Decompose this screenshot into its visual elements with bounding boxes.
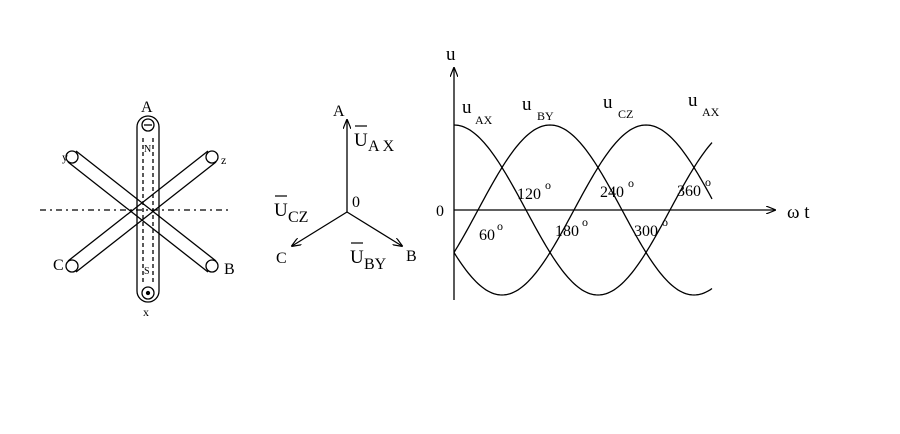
waveform-curves <box>453 124 713 296</box>
svg-text:60: 60 <box>479 227 495 244</box>
generator-sketch <box>40 115 232 303</box>
curve-label-uax-1: u AX <box>462 97 493 127</box>
svg-text:o: o <box>497 219 503 233</box>
svg-text:A X: A X <box>368 138 395 155</box>
svg-text:CZ: CZ <box>288 209 308 226</box>
angle-label-120: 120 o <box>517 178 551 203</box>
svg-text:o: o <box>545 178 551 192</box>
svg-text:U: U <box>274 200 288 221</box>
coil-ax <box>136 115 160 303</box>
svg-text:u: u <box>522 94 532 115</box>
phasor-u-by-label: U BY <box>350 242 387 273</box>
waveform-origin-label: 0 <box>436 203 444 220</box>
curve-u-ax <box>453 124 713 296</box>
phasor-diagram <box>292 120 402 246</box>
phasor-u-cz-label: U CZ <box>274 195 308 226</box>
svg-text:o: o <box>705 175 711 189</box>
svg-text:BY: BY <box>364 256 387 273</box>
gen-label-z: z <box>221 153 226 167</box>
phasor-u-ax-label: U A X <box>354 125 395 155</box>
phasor-label-origin: 0 <box>352 194 360 211</box>
terminal-a-circle <box>141 118 155 132</box>
svg-text:360: 360 <box>677 183 701 200</box>
gen-label-c: C <box>53 257 64 274</box>
svg-text:u: u <box>603 92 613 113</box>
phasor-label-a: A <box>333 103 345 120</box>
curve-label-uby: u BY <box>522 94 554 123</box>
waveform-x-label: ω t <box>787 202 810 223</box>
svg-text:120: 120 <box>517 186 541 203</box>
svg-text:o: o <box>582 215 588 229</box>
angle-label-60: 60 o <box>479 219 503 244</box>
angle-label-360: 360 o <box>677 175 711 200</box>
angle-label-300: 300 o <box>634 215 668 240</box>
svg-text:300: 300 <box>634 223 658 240</box>
curve-u-by <box>453 124 713 296</box>
phasor-arrow-c <box>292 211 348 246</box>
svg-text:BY: BY <box>537 109 554 123</box>
waveform-axes <box>454 68 775 300</box>
phasor-label-b: B <box>406 248 417 265</box>
gen-label-y: y <box>62 150 68 164</box>
gen-label-x: x <box>143 305 149 319</box>
gen-label-n: N <box>144 144 151 155</box>
svg-text:AX: AX <box>475 113 493 127</box>
svg-text:u: u <box>462 97 472 118</box>
terminal-x-circle <box>141 286 155 300</box>
svg-text:180: 180 <box>555 223 579 240</box>
coil-zc <box>65 150 219 273</box>
svg-text:U: U <box>350 247 364 268</box>
svg-text:CZ: CZ <box>618 107 633 121</box>
curve-label-uax-2: u AX <box>688 90 720 119</box>
phasor-label-c: C <box>276 250 287 267</box>
svg-text:o: o <box>662 215 668 229</box>
svg-text:240: 240 <box>600 184 624 201</box>
svg-text:U: U <box>354 130 368 151</box>
angle-label-180: 180 o <box>555 215 588 240</box>
curve-u-cz <box>453 124 713 296</box>
curve-label-ucz: u CZ <box>603 92 633 121</box>
gen-label-a: A <box>141 99 153 116</box>
waveform-y-label: u <box>446 44 456 65</box>
coil-yb <box>65 150 219 273</box>
svg-text:o: o <box>628 176 634 190</box>
gen-label-s: S <box>144 266 150 277</box>
gen-label-b: B <box>224 261 235 278</box>
svg-text:u: u <box>688 90 698 111</box>
phasor-arrow-b <box>346 211 402 246</box>
svg-text:AX: AX <box>702 105 720 119</box>
angle-label-240: 240 o <box>600 176 634 201</box>
